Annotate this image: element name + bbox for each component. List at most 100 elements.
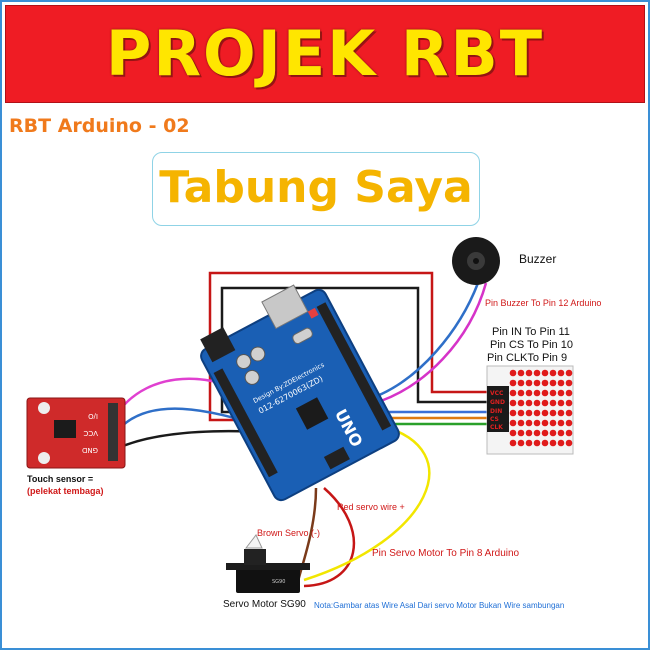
matrix-pin-note-3: Pin CLKTo Pin 9 [487, 352, 568, 364]
matrix-led [557, 399, 565, 407]
wire-servo-red [303, 487, 356, 588]
matrix-led [509, 409, 517, 417]
header-left [213, 368, 278, 478]
crystal [292, 327, 313, 345]
touch-chip [54, 420, 76, 438]
matrix-led [549, 399, 557, 407]
main-title: Tabung Saya [159, 162, 473, 213]
wire-servo-signal [303, 424, 431, 582]
touch-pin-gnd: GND [82, 446, 98, 454]
matrix-led [549, 419, 557, 427]
matrix-led [533, 429, 541, 437]
matrix-led [533, 409, 541, 417]
matrix-led [565, 369, 573, 377]
matrix-led [549, 379, 557, 387]
servo-label: Servo Motor SG90 [223, 599, 306, 610]
matrix-led [541, 409, 549, 417]
matrix-led [509, 399, 517, 407]
matrix-led [557, 369, 565, 377]
matrix-led [509, 439, 517, 447]
touch-note: (pelekat tembaga) [27, 486, 104, 496]
matrix-led [549, 439, 557, 447]
servo-horn [244, 534, 263, 549]
touch-mount-hole-2 [38, 452, 50, 464]
matrix-pin-vcc: VCC [490, 390, 504, 397]
matrix-led [517, 439, 525, 447]
servo-body [236, 563, 300, 593]
matrix-pin-note-1: Pin IN To Pin 11 [492, 326, 570, 338]
servo-tabs [226, 563, 310, 570]
touch-mount-hole-1 [38, 402, 50, 414]
matrix-led [557, 429, 565, 437]
matrix-pin-note-2: Pin CS To Pin 10 [490, 339, 573, 351]
matrix-led [525, 409, 533, 417]
matrix-led [565, 389, 573, 397]
icsp-header [323, 446, 350, 470]
matrix-led [565, 419, 573, 427]
matrix-led [525, 379, 533, 387]
wire-buzzer-pink [371, 282, 488, 406]
power-jack [200, 327, 236, 363]
wiring-note: Nota:Gambar atas Wire Asal Dari servo Mo… [314, 601, 565, 610]
buzzer-label: Buzzer [519, 252, 557, 266]
matrix-led [517, 409, 525, 417]
matrix-led [557, 389, 565, 397]
matrix-led [549, 369, 557, 377]
matrix-led [517, 369, 525, 377]
matrix-led [565, 399, 573, 407]
matrix-led [541, 379, 549, 387]
arduino-board: Design By:ZDElectronics 012-6270063(ZD) … [200, 284, 400, 502]
servo-body-text: SG90 [272, 579, 285, 585]
matrix-led [517, 419, 525, 427]
matrix-led [509, 389, 517, 397]
matrix-led [525, 419, 533, 427]
mcu-chip [295, 397, 329, 430]
servo-red-note: Red servo wire + [337, 502, 405, 512]
arduino-pcb [200, 288, 400, 502]
header-banner: PROJEK RBT [5, 5, 645, 103]
matrix-led [541, 419, 549, 427]
matrix-led [541, 389, 549, 397]
matrix-led [557, 379, 565, 387]
servo-motor: SG90 [226, 534, 310, 593]
servo-brown-note: Brown Servo (-) [257, 528, 321, 538]
matrix-led [509, 429, 517, 437]
matrix-led [565, 439, 573, 447]
matrix-led [533, 389, 541, 397]
header-right [316, 302, 392, 431]
wire-buzzer-blue [371, 282, 480, 400]
matrix-led [541, 369, 549, 377]
matrix-pin-cs: CS [490, 416, 499, 423]
matrix-led [557, 419, 565, 427]
matrix-led [517, 389, 525, 397]
matrix-led [517, 429, 525, 437]
servo-top [244, 549, 266, 565]
matrix-led [541, 399, 549, 407]
matrix-led [565, 379, 573, 387]
touch-sensor-module: I/O VCC GND [26, 397, 126, 469]
matrix-pin-gnd: GND [490, 399, 505, 406]
matrix-led [541, 429, 549, 437]
matrix-led [525, 429, 533, 437]
matrix-led [525, 399, 533, 407]
matrix-pin-din: DIN [490, 408, 502, 415]
matrix-led [517, 399, 525, 407]
capacitor-3 [250, 346, 266, 362]
matrix-led [533, 439, 541, 447]
title-box: Tabung Saya [152, 152, 480, 226]
matrix-led [517, 379, 525, 387]
matrix-led [533, 419, 541, 427]
matrix-led [509, 369, 517, 377]
touch-label: Touch sensor = [27, 474, 94, 484]
matrix-led [509, 419, 517, 427]
banner-title: PROJEK RBT [105, 17, 545, 90]
matrix-led [565, 429, 573, 437]
usb-port [261, 284, 309, 330]
touch-pin-vcc: VCC [83, 429, 98, 437]
capacitor-1 [236, 354, 252, 370]
matrix-led [533, 379, 541, 387]
project-subtitle: RBT Arduino - 02 [9, 115, 190, 137]
buzzer [452, 237, 500, 285]
matrix-led [541, 439, 549, 447]
